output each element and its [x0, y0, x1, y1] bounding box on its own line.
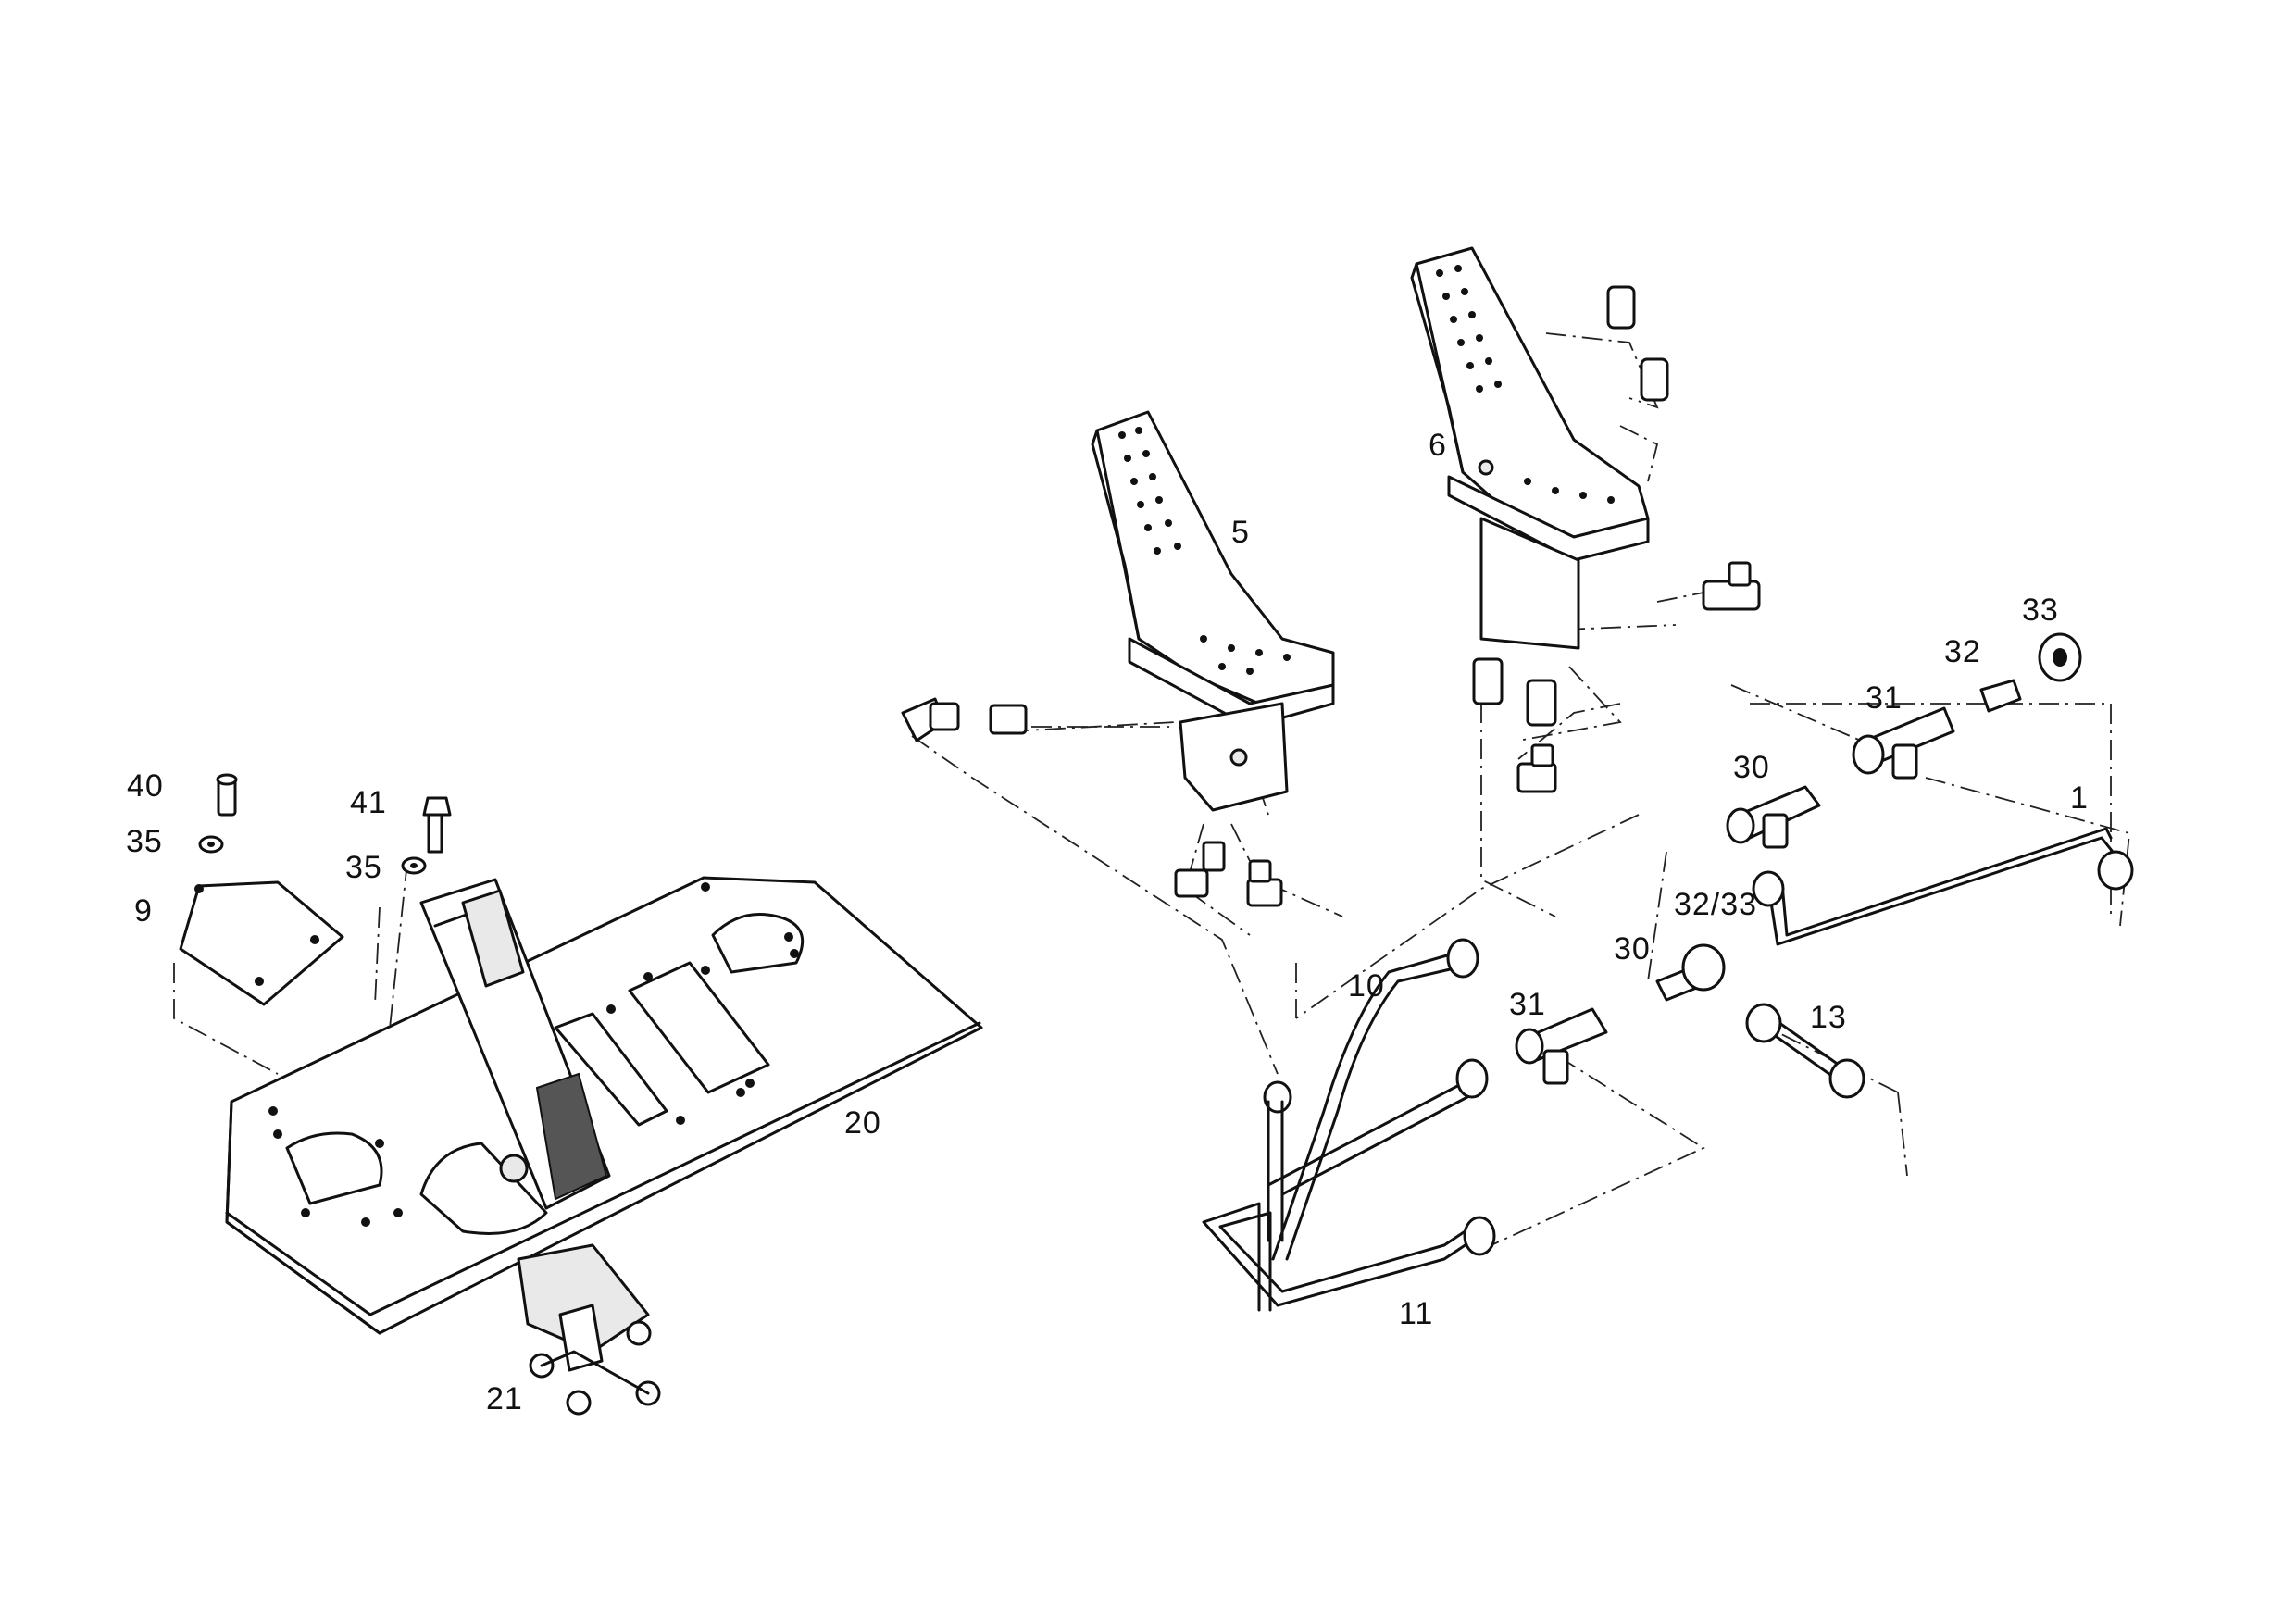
part-label-33: 33: [2022, 593, 2059, 628]
foot-valve-6: [1410, 246, 1650, 650]
part-label-1: 1: [2070, 780, 2089, 816]
part-label-41: 41: [350, 785, 387, 820]
tee-31-upper: [1852, 706, 1955, 780]
washer-35-right: [401, 856, 427, 875]
part-label-35-left: 35: [126, 824, 163, 859]
part-label-9: 9: [134, 893, 153, 929]
fittings-valve-5: [901, 697, 1283, 907]
part-label-32: 32: [1944, 634, 1981, 669]
part-label-30-lower: 30: [1614, 931, 1651, 967]
foot-pedal-on-plate: [419, 878, 611, 1235]
pipe-13: [1745, 1003, 1866, 1099]
part-label-11: 11: [1399, 1296, 1434, 1331]
union-32: [1979, 679, 2022, 713]
pedal-valve-block: [517, 1243, 661, 1416]
part-label-21: 21: [486, 1381, 523, 1416]
washer-35-left: [198, 835, 224, 854]
bolt-41: [422, 796, 452, 854]
nut-33: [2038, 632, 2082, 682]
part-label-10: 10: [1348, 968, 1385, 1004]
part-label-6: 6: [1429, 428, 1447, 463]
part-label-40: 40: [127, 768, 164, 804]
fittings-valve-6: [1472, 285, 1761, 793]
part-label-20: 20: [844, 1105, 881, 1141]
pipe-1: [1752, 827, 2134, 946]
part-label-31-lower: 31: [1509, 987, 1546, 1022]
part-label-32-33: 32/33: [1674, 887, 1758, 922]
tee-31-lower: [1515, 1007, 1608, 1085]
tee-30-lower: [1655, 943, 1726, 1002]
part-label-5: 5: [1231, 515, 1250, 550]
cover-plate: [179, 880, 344, 1006]
pipe-10: [1271, 938, 1479, 1261]
bolt-40: [216, 773, 238, 817]
pipe-11: [1202, 1058, 1496, 1312]
mounting-plate: [225, 876, 983, 1335]
tee-30-upper: [1726, 785, 1821, 849]
part-label-30-upper: 30: [1733, 750, 1770, 785]
part-label-35-right: 35: [345, 850, 382, 885]
part-label-31-upper: 31: [1866, 680, 1903, 716]
foot-valve-5: [1091, 410, 1335, 812]
part-label-13: 13: [1810, 1000, 1847, 1035]
